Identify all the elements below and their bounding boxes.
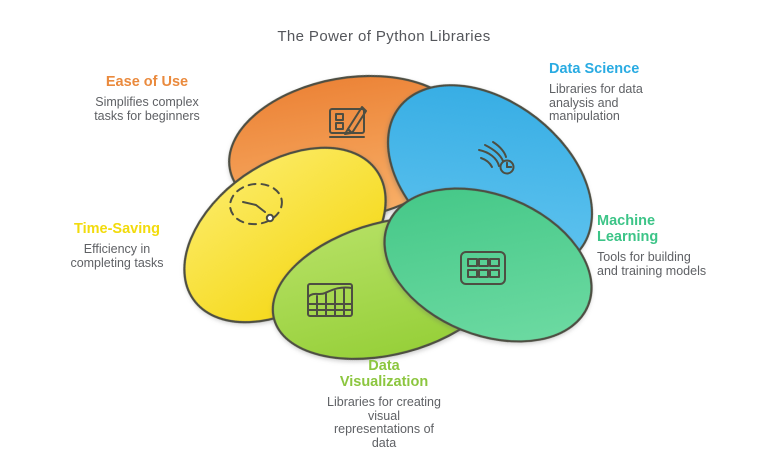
data-science-description: Libraries for data analysis and manipula… bbox=[549, 82, 643, 123]
ease-of-use-heading: Ease of Use bbox=[105, 74, 189, 90]
wind-clock-icon bbox=[478, 141, 515, 175]
machine-learning-description: Tools for building and training models bbox=[597, 250, 707, 278]
machine-learning-heading: Machine Learning bbox=[597, 213, 659, 245]
label-block-machine-learning: Machine Learning Tools for building and … bbox=[597, 213, 747, 278]
data-visualization-heading: Data Visualization bbox=[339, 358, 429, 390]
monitor-pencil-icon bbox=[329, 106, 367, 138]
label-block-time-saving: Time-Saving Efficiency in completing tas… bbox=[22, 221, 212, 270]
table-grid-icon bbox=[460, 251, 506, 285]
page-title: The Power of Python Libraries bbox=[277, 28, 491, 45]
dashed-clock-icon bbox=[229, 182, 283, 226]
label-block-data-science: Data Science Libraries for data analysis… bbox=[549, 61, 709, 124]
label-block-ease-of-use: Ease of Use Simplifies complex tasks for… bbox=[52, 74, 242, 123]
ease-of-use-description: Simplifies complex tasks for beginners bbox=[94, 95, 200, 123]
time-saving-description: Efficiency in completing tasks bbox=[70, 242, 164, 270]
data-visualization-description: Libraries for creating visual representa… bbox=[327, 395, 441, 450]
data-science-heading: Data Science bbox=[549, 61, 640, 77]
label-block-data-visualization: Data Visualization Libraries for creatin… bbox=[294, 358, 474, 450]
area-chart-icon bbox=[307, 283, 353, 317]
time-saving-heading: Time-Saving bbox=[74, 221, 160, 237]
